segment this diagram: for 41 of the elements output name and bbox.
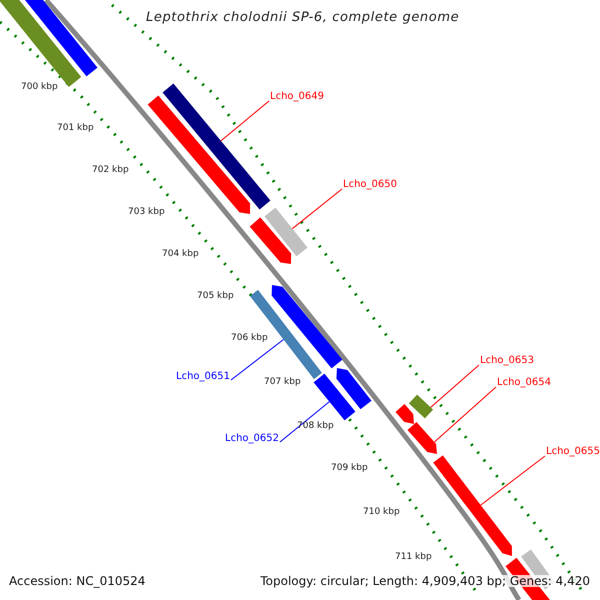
footer-text: Topology: circular; Length: 4,909,403 bp; Genes: 4,420 — [260, 575, 590, 587]
gene-label: Lcho_0651 — [176, 372, 230, 382]
gene-feature — [264, 208, 308, 256]
scale-label: 700 kbp — [21, 83, 58, 92]
gene-feature — [24, 0, 98, 76]
scale-label: 706 kbp — [231, 334, 268, 343]
gene-feature — [408, 394, 434, 418]
gene-feature — [396, 404, 414, 424]
scale-label: 703 kbp — [128, 208, 165, 217]
gene-feature — [162, 84, 270, 210]
leader-line — [434, 386, 496, 442]
scale-label: 707 kbp — [264, 378, 301, 387]
gene-feature — [148, 96, 250, 214]
gene-feature — [250, 217, 292, 264]
gene-feature — [433, 455, 512, 556]
gene-feature — [336, 368, 372, 410]
gene-label: Lcho_0655 — [546, 447, 600, 457]
gene-label: Lcho_0653 — [480, 356, 534, 366]
leader-line — [480, 456, 546, 506]
leader-line — [292, 188, 342, 230]
gene-feature — [272, 285, 342, 368]
leader-line — [280, 401, 330, 442]
scale-label: 705 kbp — [197, 292, 234, 301]
scale-label: 704 kbp — [162, 250, 199, 259]
leader-line — [220, 100, 270, 142]
scale-label: 709 kbp — [331, 464, 368, 473]
scale-label: 711 kbp — [395, 553, 432, 562]
scale-label: 708 kbp — [297, 422, 334, 431]
gene-label: Lcho_0652 — [225, 434, 279, 444]
gene-label: Lcho_0654 — [497, 378, 551, 388]
scale-label: 710 kbp — [363, 508, 400, 517]
gene-label: Lcho_0650 — [343, 180, 397, 190]
diagram-title: Leptothrix cholodnii SP-6, complete genome — [146, 11, 460, 24]
footer-text: Accession: NC_010524 — [9, 575, 146, 587]
scale-label: 701 kbp — [57, 124, 94, 133]
leader-line — [230, 339, 284, 380]
gene-feature — [408, 422, 437, 454]
gene-label: Lcho_0649 — [270, 92, 324, 102]
leader-line — [430, 364, 480, 408]
gene-feature — [314, 374, 356, 420]
scale-label: 702 kbp — [92, 166, 129, 175]
